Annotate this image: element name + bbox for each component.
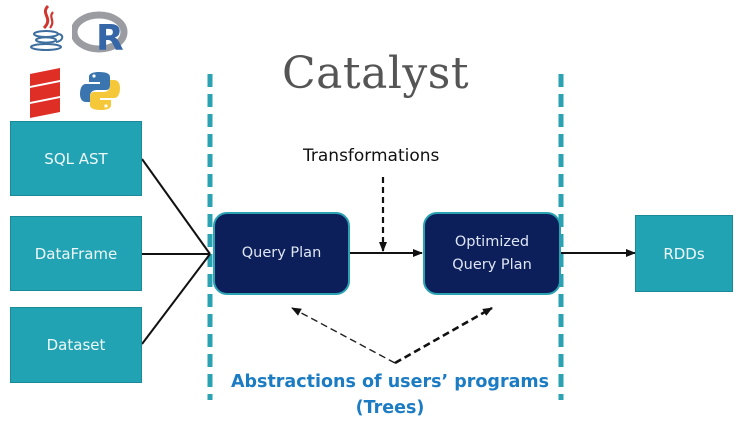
- sql-ast-label: SQL AST: [44, 149, 108, 168]
- dataset-box: Dataset: [10, 307, 142, 383]
- rdds-box: RDDs: [635, 215, 733, 292]
- query-plan-label: Query Plan: [241, 245, 322, 261]
- trees-to-queryplan-arrow: [291, 307, 396, 364]
- scala-icon: [28, 66, 62, 118]
- dataset-connector: [141, 253, 211, 345]
- query-plan-box: Query Plan: [213, 212, 350, 295]
- dataset-label: Dataset: [46, 336, 106, 354]
- svg-text:R: R: [96, 18, 124, 56]
- optimized-query-plan-box: Optimized Query Plan: [423, 212, 561, 295]
- python-icon: [80, 70, 120, 112]
- dataframe-label: DataFrame: [34, 244, 118, 263]
- sql-ast-box: SQL AST: [10, 121, 142, 196]
- transformations-label: Transformations: [303, 146, 440, 166]
- abstractions-caption: Abstractions of users’ programs: [230, 372, 550, 392]
- r-icon: R: [70, 10, 130, 59]
- dataframe-box: DataFrame: [10, 216, 142, 291]
- trees-caption: (Trees): [355, 398, 425, 418]
- catalyst-title: Catalyst: [282, 48, 470, 99]
- optimized-label-line1: Optimized: [454, 233, 530, 250]
- java-icon: [26, 4, 68, 54]
- sqlast-connector: [141, 158, 211, 255]
- rdds-label: RDDs: [663, 244, 705, 263]
- optimized-label-line2: Query Plan: [452, 256, 532, 273]
- trees-to-optimized-arrow: [394, 306, 493, 365]
